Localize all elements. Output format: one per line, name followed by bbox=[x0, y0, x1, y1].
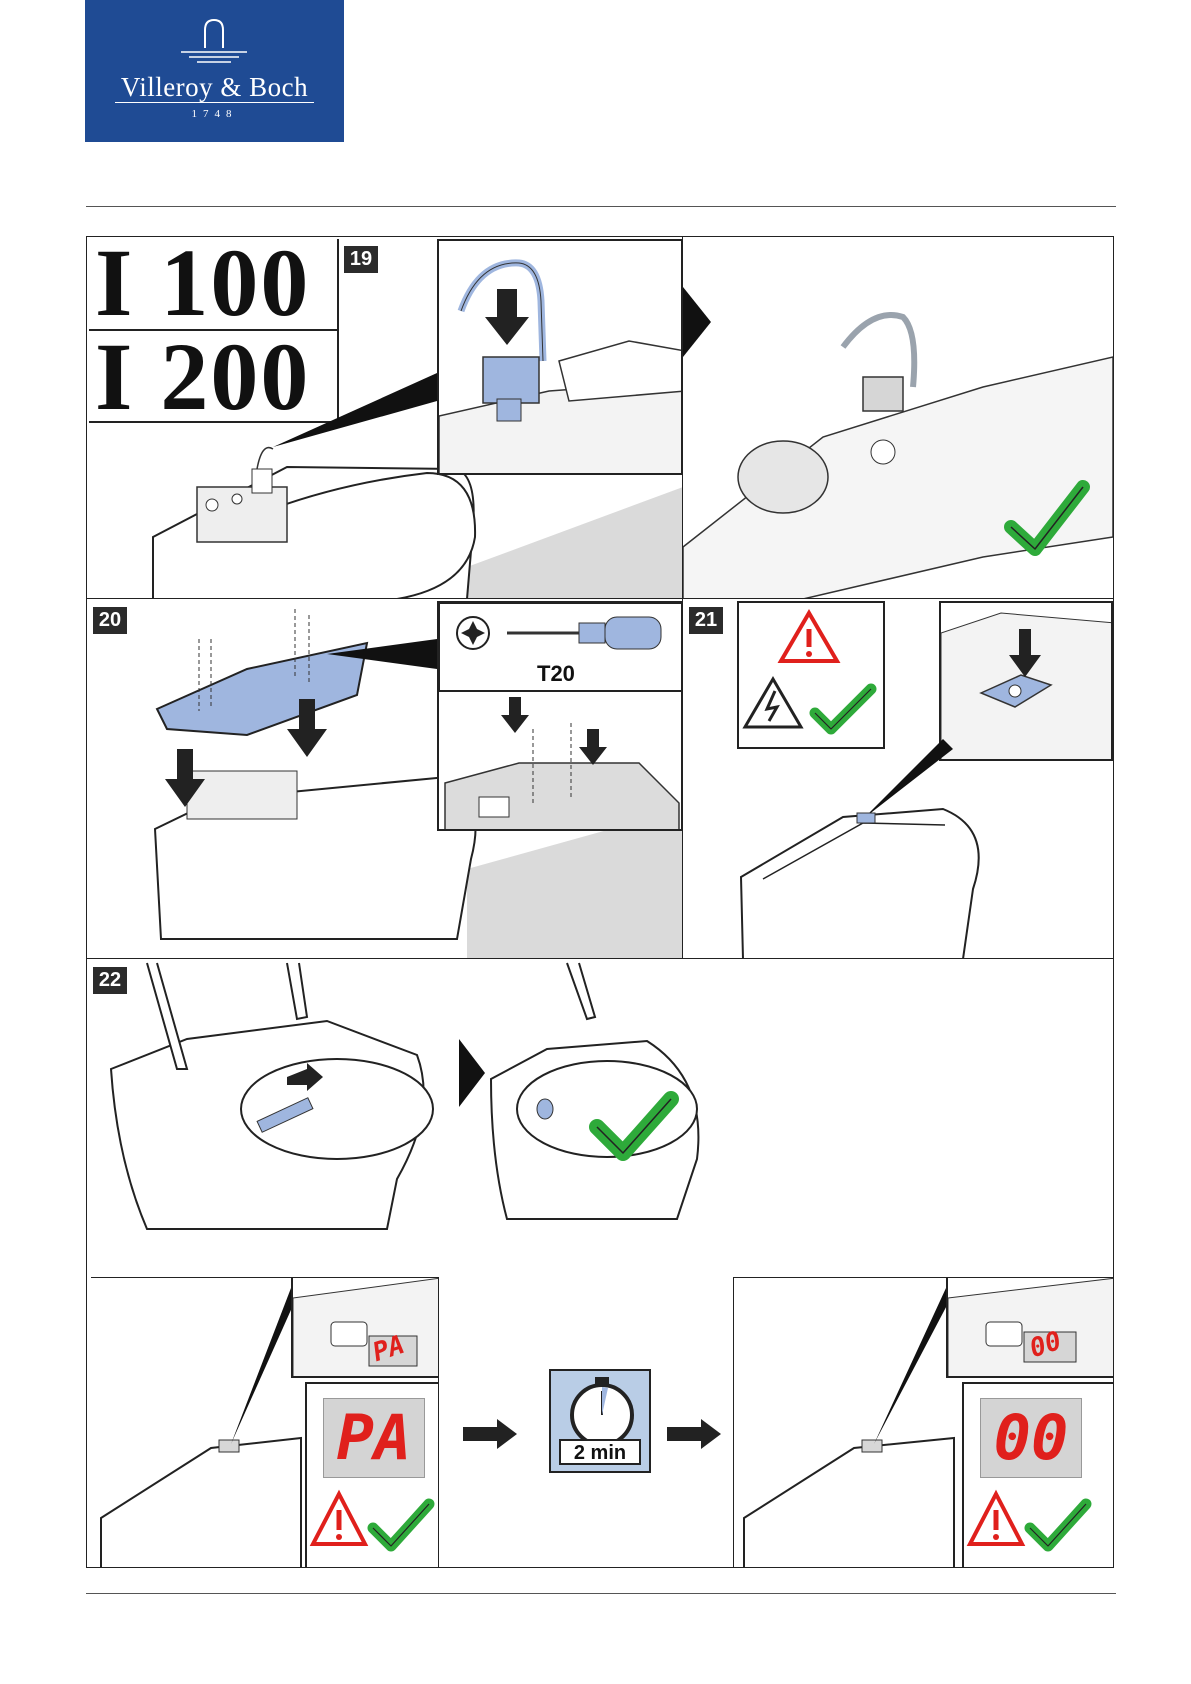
display-pa-large-inset: PA bbox=[305, 1382, 439, 1567]
display-00-readout: 00 bbox=[980, 1398, 1082, 1478]
header-rule bbox=[86, 206, 1116, 207]
arrow-down-icon bbox=[485, 289, 529, 345]
timer-label: 2 min bbox=[559, 1439, 641, 1465]
brand-logo: Villeroy & Boch 1748 bbox=[85, 0, 344, 142]
tap-emblem-icon bbox=[85, 0, 344, 70]
connected-plug-drawing bbox=[683, 237, 1113, 599]
display-pa-panel: PA PA bbox=[91, 1277, 439, 1567]
check-icon bbox=[373, 1504, 429, 1546]
step-20-detail-inset: T20 bbox=[437, 601, 683, 831]
brand-year: 1748 bbox=[85, 108, 344, 120]
step-19-panel: I 100 I 200 19 bbox=[87, 237, 683, 599]
display-00-zoom-inset: 00 bbox=[946, 1278, 1113, 1378]
step-22-panel: 22 bbox=[87, 959, 1113, 1567]
tool-label: T20 bbox=[537, 661, 575, 687]
logo-rule bbox=[115, 102, 314, 103]
step-19-result-panel bbox=[683, 237, 1113, 599]
display-00-large-inset: 00 bbox=[962, 1382, 1113, 1567]
arrow-right-icon bbox=[667, 1419, 727, 1449]
display-pa-zoom-inset: PA bbox=[291, 1278, 439, 1378]
step-19-detail-inset bbox=[437, 239, 683, 475]
brand-name: Villeroy & Boch bbox=[85, 72, 344, 103]
display-pa-status bbox=[307, 1488, 439, 1567]
display-pa-unit bbox=[293, 1278, 439, 1378]
instruction-frame: I 100 I 200 19 bbox=[86, 236, 1114, 1568]
closed-toilet-drawing bbox=[683, 599, 1113, 959]
display-00-unit bbox=[948, 1278, 1113, 1378]
step-21-panel: 21 bbox=[683, 599, 1113, 959]
footer-rule bbox=[86, 1593, 1116, 1594]
display-00-panel: 00 00 bbox=[733, 1277, 1113, 1567]
connector-plug-detail bbox=[439, 241, 683, 475]
check-icon bbox=[1030, 1504, 1086, 1546]
arrow-right-icon bbox=[463, 1419, 523, 1449]
timer-box: 2 min bbox=[549, 1369, 651, 1473]
play-triangle-icon bbox=[683, 287, 711, 357]
display-00-status bbox=[964, 1488, 1113, 1567]
play-triangle-icon bbox=[459, 1039, 485, 1107]
wand-test-drawing bbox=[87, 959, 1113, 1259]
screw-fastening-detail bbox=[439, 693, 683, 831]
step-20-panel: 20 T20 bbox=[87, 599, 683, 959]
display-pa-readout: PA bbox=[323, 1398, 425, 1478]
